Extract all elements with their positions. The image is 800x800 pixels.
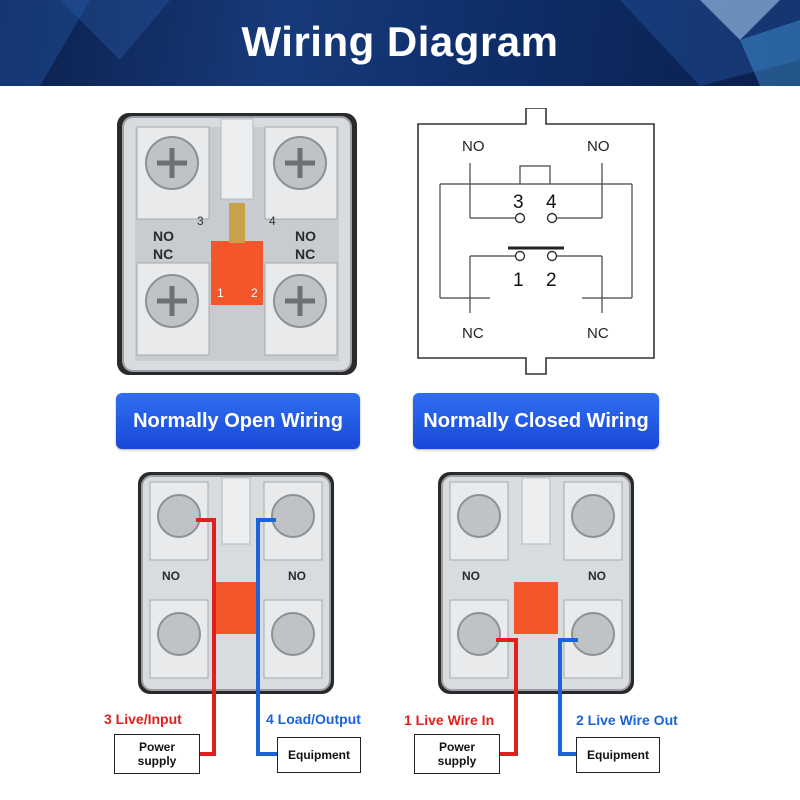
open-left-label: 3 Live/Input xyxy=(104,711,182,727)
schematic-no-right: NO xyxy=(587,138,610,155)
switch-schematic: NO NO NC NC 3 4 1 2 xyxy=(417,108,655,375)
normally-open-wiring-button[interactable]: Normally Open Wiring xyxy=(116,393,360,449)
schematic-nc-right: NC xyxy=(587,325,609,342)
power-supply-box-open: Power supply xyxy=(114,734,200,774)
load-output-wire xyxy=(256,518,278,756)
equipment-box-closed: Equipment xyxy=(576,737,660,773)
no-left-label: NO xyxy=(162,569,180,583)
schematic-terminal-4: 4 xyxy=(546,192,557,213)
live-input-wire xyxy=(196,518,216,756)
switch-illustration: NO NO xyxy=(441,475,631,691)
switch-illustration: NO NO xyxy=(141,475,331,691)
closed-left-label: 1 Live Wire In xyxy=(404,712,495,728)
schematic-terminal-2: 2 xyxy=(546,270,557,291)
no-right-label: NO xyxy=(288,569,306,583)
screw-icon xyxy=(264,262,338,356)
switch-illustration: 1 2 3 4 NO NO NC NC xyxy=(122,116,352,372)
screw-icon xyxy=(136,126,210,220)
schematic-no-left: NO xyxy=(462,138,485,155)
nc-right-label: NC xyxy=(295,246,315,262)
closed-right-label: 2 Live Wire Out xyxy=(576,712,678,728)
no-left-label: NO xyxy=(153,228,174,244)
header-banner: Wiring Diagram xyxy=(0,0,800,86)
terminal-4-label: 4 xyxy=(269,214,276,228)
nc-left-label: NC xyxy=(153,246,173,262)
no-right-label: NO xyxy=(588,569,606,583)
switch-photo-open-wiring: NO NO xyxy=(138,472,334,694)
no-left-label: NO xyxy=(462,569,480,583)
normally-closed-wiring-button[interactable]: Normally Closed Wiring xyxy=(413,393,659,449)
live-wire-out xyxy=(558,638,578,756)
schematic-terminal-3: 3 xyxy=(513,192,524,213)
equipment-box-open: Equipment xyxy=(277,737,361,773)
terminal-2-label: 2 xyxy=(251,286,258,300)
terminal-1-label: 1 xyxy=(217,286,224,300)
screw-icon xyxy=(136,262,210,356)
power-supply-box-closed: Power supply xyxy=(414,734,500,774)
live-wire-in xyxy=(496,638,518,756)
open-right-label: 4 Load/Output xyxy=(266,711,361,727)
no-right-label: NO xyxy=(295,228,316,244)
switch-photo-top: 1 2 3 4 NO NO NC NC xyxy=(117,113,357,375)
schematic-terminal-1: 1 xyxy=(513,270,524,291)
screw-icon xyxy=(264,126,338,220)
switch-photo-closed-wiring: NO NO xyxy=(438,472,634,694)
header-facets xyxy=(0,0,800,86)
schematic-nc-left: NC xyxy=(462,325,484,342)
page-title: Wiring Diagram xyxy=(241,18,559,65)
terminal-3-label: 3 xyxy=(197,214,204,228)
